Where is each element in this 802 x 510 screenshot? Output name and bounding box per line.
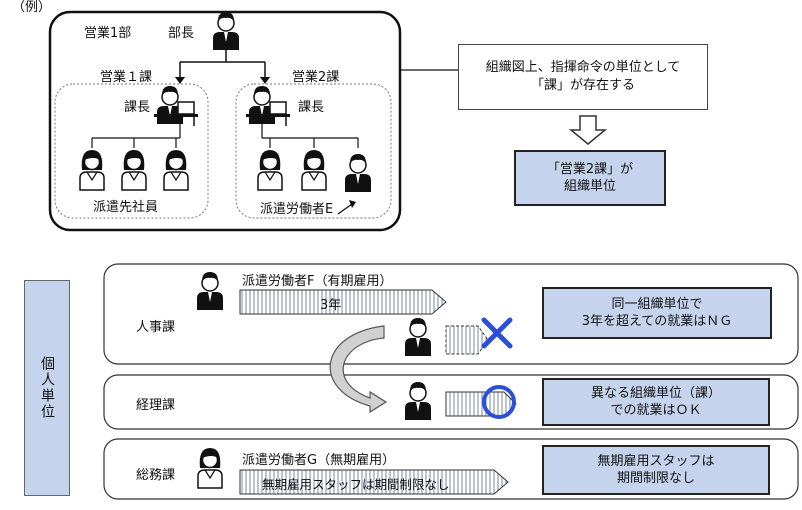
row-accounting-dept: 経理課 xyxy=(136,398,176,413)
dept-label: 営業1部 xyxy=(84,26,132,41)
result-general-line1: 無期雇用スタッフは xyxy=(597,454,715,469)
staff-person-icon xyxy=(257,149,283,191)
down-arrow-icon xyxy=(568,115,608,145)
result-accounting-box: 異なる組織単位（課） での就業はＯＫ xyxy=(542,378,770,426)
note-line2: 「課」が存在する xyxy=(530,78,635,93)
row-hr-term: 3年 xyxy=(320,298,342,313)
row-general-worker: 派遣労働者G（無期雇用） xyxy=(242,453,396,468)
section1-label: 営業１課 xyxy=(100,70,153,85)
unit-line2: 組織単位 xyxy=(563,179,616,194)
note-box: 組織図上、指揮命令の単位として 「課」が存在する xyxy=(458,44,708,110)
result-hr-line1: 同一組織単位で xyxy=(611,297,703,312)
side-label: 個人単位 xyxy=(24,280,70,496)
example-label: （例） xyxy=(12,0,52,15)
result-hr-line2: 3年を超えての就業はＮＧ xyxy=(581,314,733,329)
chief2-label: 課長 xyxy=(298,100,325,115)
section1-frame xyxy=(54,83,209,219)
row-general-term: 無期雇用スタッフは期間制限なし xyxy=(262,477,450,492)
circle-ok-icon xyxy=(482,385,516,419)
row-hr-dept: 人事課 xyxy=(136,320,176,335)
row-hr-worker: 派遣労働者F（有期雇用） xyxy=(242,274,393,289)
transfer-arrow xyxy=(329,325,388,414)
chief1-label: 課長 xyxy=(124,100,151,115)
staff-person-icon xyxy=(163,149,189,191)
new-term-arrow xyxy=(445,391,517,417)
result-accounting-line1: 異なる組織単位（課） xyxy=(590,386,721,401)
client-staff-label: 派遣先社員 xyxy=(93,200,159,215)
section2-label: 営業2課 xyxy=(292,70,340,85)
term-3y-arrow xyxy=(239,289,447,315)
staff-person-icon xyxy=(301,149,327,191)
result-hr-box: 同一組織単位で 3年を超えての就業はＮＧ xyxy=(542,287,772,339)
worker-g-person-icon xyxy=(197,447,223,489)
result-accounting-line2: での就業はＯＫ xyxy=(610,403,702,418)
result-general-line2: 期間制限なし xyxy=(616,471,695,486)
manager-label: 部長 xyxy=(168,26,195,41)
row-general-dept: 総務課 xyxy=(136,468,176,483)
note-line1: 組織図上、指揮命令の単位として xyxy=(485,60,681,75)
worker-e-label: 派遣労働者E xyxy=(260,202,334,217)
cross-icon xyxy=(481,317,513,349)
section2-frame xyxy=(235,83,392,219)
result-general-box: 無期雇用スタッフは 期間制限なし xyxy=(542,445,770,495)
staff-person-icon xyxy=(121,149,147,191)
staff-person-icon xyxy=(79,149,105,191)
unit-box: 「営業2課」が 組織単位 xyxy=(514,150,666,206)
unit-line1: 「営業2課」が xyxy=(546,162,634,177)
indefinite-term-arrow xyxy=(239,469,509,495)
